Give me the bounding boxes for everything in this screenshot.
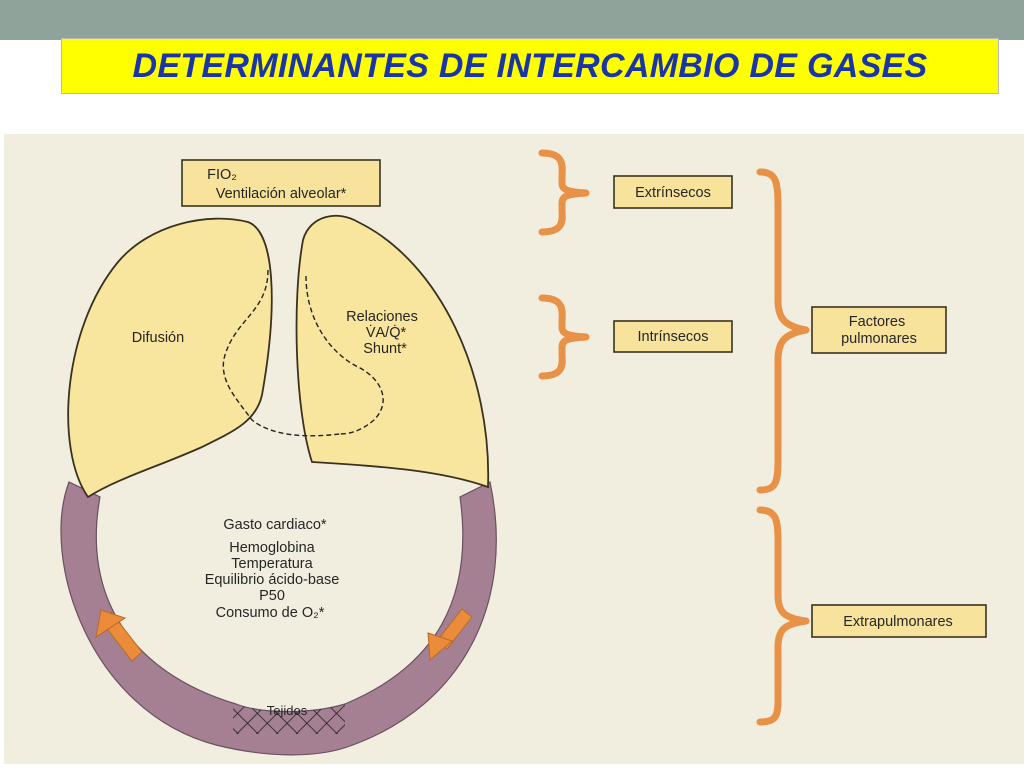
va-q-label: V̇A/Q̇* <box>366 324 407 341</box>
extrapulmonary-box <box>811 604 987 638</box>
pulmonary-box <box>811 306 947 354</box>
ventilation-label: Ventilación alveolar* <box>216 186 347 202</box>
flow-arrow-right <box>427 608 473 662</box>
systemic-factor-4: P50 <box>259 588 285 604</box>
fio2-box <box>181 159 381 207</box>
slide-title: DETERMINANTES DE INTERCAMBIO DE GASES <box>132 46 928 85</box>
extrinsic-label: Extrínsecos <box>635 185 711 201</box>
systemic-factor-1: Hemoglobina <box>229 540 315 556</box>
systemic-factor-3: Equilibrio ácido-base <box>205 572 340 588</box>
top-bar <box>0 0 1024 40</box>
shunt-label: Shunt* <box>363 341 407 357</box>
relations-label: Relaciones <box>346 309 418 325</box>
dashed-line-right-lung <box>305 275 384 435</box>
brace-extrinsic <box>538 149 590 236</box>
right-lung <box>295 214 490 489</box>
fio2-label: FIO₂ <box>207 167 237 183</box>
pulmonary-label-1: Factores <box>849 314 905 330</box>
extrapulmonary-label: Extrapulmonares <box>843 614 953 630</box>
title-box: DETERMINANTES DE INTERCAMBIO DE GASES <box>61 38 999 94</box>
brace-pulmonary <box>756 168 810 494</box>
flow-arrow-left <box>95 609 143 662</box>
gas-exchange-diagram: FIO₂ Ventilación alveolar* Difusión Rela… <box>4 134 1024 764</box>
systemic-factor-0: Gasto cardiaco* <box>223 517 327 533</box>
dashed-line-left-lung <box>222 269 341 437</box>
intrinsic-label: Intrínsecos <box>638 329 709 345</box>
extrinsic-box <box>613 175 733 209</box>
brace-extrapulmonary <box>756 506 810 726</box>
diffusion-label: Difusión <box>132 330 184 346</box>
intrinsic-box <box>613 320 733 353</box>
pulmonary-label-2: pulmonares <box>841 331 917 347</box>
systemic-factor-5: Consumo de O₂* <box>216 605 325 621</box>
tissue-label: Tejidos <box>267 703 308 718</box>
systemic-factor-2: Temperatura <box>231 556 313 572</box>
circulation-ring <box>60 481 497 756</box>
left-lung <box>67 217 273 499</box>
brace-intrinsic <box>538 294 590 380</box>
